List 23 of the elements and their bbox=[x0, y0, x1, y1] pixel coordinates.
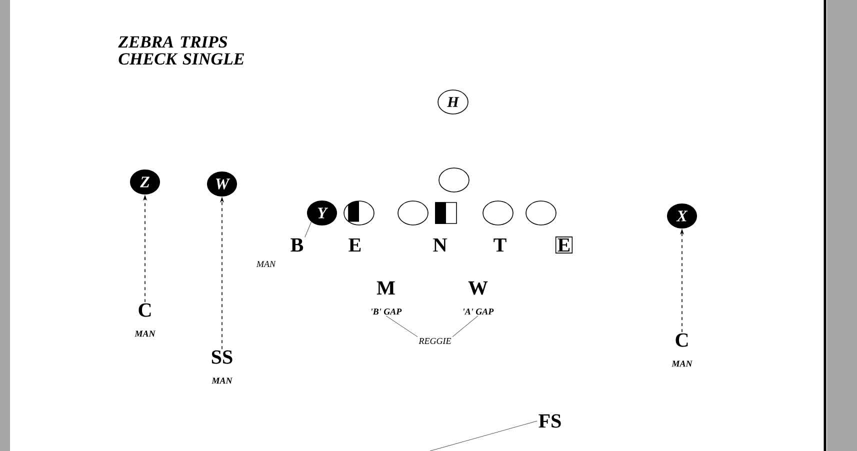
line bbox=[304, 222, 312, 238]
line bbox=[452, 316, 478, 338]
defender-letter: T bbox=[494, 238, 506, 252]
player-circle bbox=[482, 200, 514, 226]
center-square bbox=[435, 202, 457, 224]
defender-letter: B MAN bbox=[256, 238, 304, 267]
title: ZEBRA TRIPS CHECK SINGLE bbox=[118, 36, 244, 65]
defender-label: C MAN bbox=[672, 333, 693, 367]
line bbox=[386, 316, 418, 338]
boxed-letter: E bbox=[555, 236, 573, 254]
defender-label: W 'A' GAP bbox=[464, 281, 494, 315]
assignment-note: REGGIE bbox=[418, 338, 452, 344]
defender-letter: N bbox=[433, 238, 447, 252]
player-circle bbox=[344, 200, 374, 226]
player-circle bbox=[398, 200, 428, 226]
defender-letter: FS bbox=[538, 414, 561, 428]
defender-label: C MAN bbox=[134, 303, 156, 337]
player-circle bbox=[438, 168, 470, 192]
defender-letter: E bbox=[348, 238, 361, 252]
player-circle bbox=[526, 200, 556, 226]
line bbox=[430, 420, 538, 451]
defender-label: SS MAN bbox=[212, 350, 233, 384]
defender-label: M 'B' GAP bbox=[372, 281, 402, 315]
